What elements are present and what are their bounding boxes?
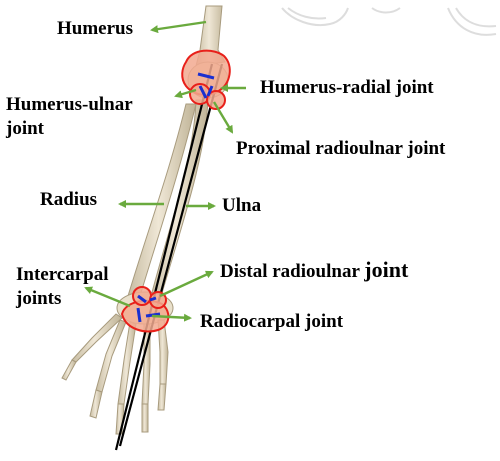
label-distal-radioulnar-joint-word: joint: [364, 257, 409, 282]
pelvis-bone-outline: [281, 7, 497, 36]
label-distal-radioulnar-text: Distal radioulnar: [220, 261, 365, 282]
arrow-distal-radioulnar: [159, 270, 214, 298]
label-ulna: Ulna: [222, 195, 262, 216]
label-humerus-ulnar-joint-line1: Humerus-ulnar: [6, 94, 133, 115]
label-humerus-radial-joint: Humerus-radial joint: [260, 77, 434, 98]
wrist-joint-markers: [120, 286, 170, 333]
label-distal-radioulnar-joint: Distal radioulnar joint: [220, 259, 408, 283]
arrow-proximal-radioulnar: [212, 101, 234, 134]
arrow-radiocarpal: [151, 313, 192, 322]
forearm-axis-lines: [114, 63, 224, 451]
elbow-joint-markers: [181, 49, 231, 110]
callout-arrows: [84, 20, 246, 322]
label-radiocarpal-joint: Radiocarpal joint: [200, 311, 344, 332]
label-intercarpal-joints-line1: Intercarpal: [16, 264, 109, 285]
label-intercarpal-joints-line2: joints: [16, 288, 62, 309]
arrow-humerus-ulnar: [174, 88, 197, 99]
label-humerus: Humerus: [57, 18, 133, 39]
label-humerus-ulnar-joint-line2: joint: [6, 118, 44, 139]
hand-bones: [61, 313, 169, 435]
arrow-intercarpal: [84, 286, 131, 308]
arrow-humerus: [150, 20, 207, 34]
label-radius: Radius: [40, 189, 98, 210]
label-proximal-radioulnar-joint: Proximal radioulnar joint: [236, 138, 446, 159]
